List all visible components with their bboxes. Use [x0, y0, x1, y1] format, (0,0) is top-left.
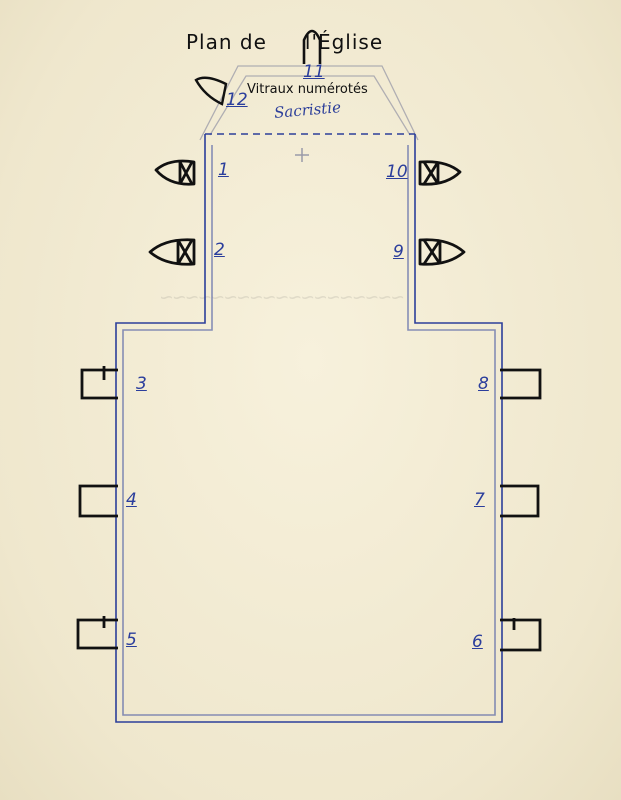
window-number: 10: [386, 162, 408, 182]
window-bay-icon: [78, 484, 118, 518]
altar-cross-icon: [295, 148, 309, 162]
title-part-1: Plan de: [186, 30, 267, 54]
window-number: 5: [126, 630, 137, 650]
window-number: 3: [136, 374, 147, 394]
window-number: 6: [472, 632, 483, 652]
window-number: 8: [478, 374, 489, 394]
window-number: 7: [474, 490, 485, 510]
window-number: 12: [226, 90, 248, 110]
lancet-window-icon: [194, 76, 228, 106]
window-bay-icon: [500, 618, 542, 652]
lancet-window-icon: [302, 29, 322, 64]
window-bay-icon: [500, 368, 542, 400]
window-bay-icon: [418, 238, 466, 266]
nave-outline: [115, 134, 503, 723]
page-title: Plan de l'Église: [186, 30, 383, 54]
window-number: 4: [126, 490, 137, 510]
window-bay-icon: [148, 238, 196, 266]
title-part-2: l'Église: [304, 30, 384, 54]
subtitle: Vitraux numérotés: [247, 82, 368, 97]
window-bay-icon: [76, 616, 118, 650]
window-bay-icon: [418, 160, 462, 186]
window-number: 2: [214, 240, 225, 260]
window-bay-icon: [80, 366, 118, 400]
window-bay-icon: [154, 159, 196, 186]
window-number: 1: [218, 160, 229, 180]
window-number: 9: [393, 242, 404, 262]
window-number: 11: [303, 62, 325, 82]
window-bay-icon: [500, 484, 540, 518]
